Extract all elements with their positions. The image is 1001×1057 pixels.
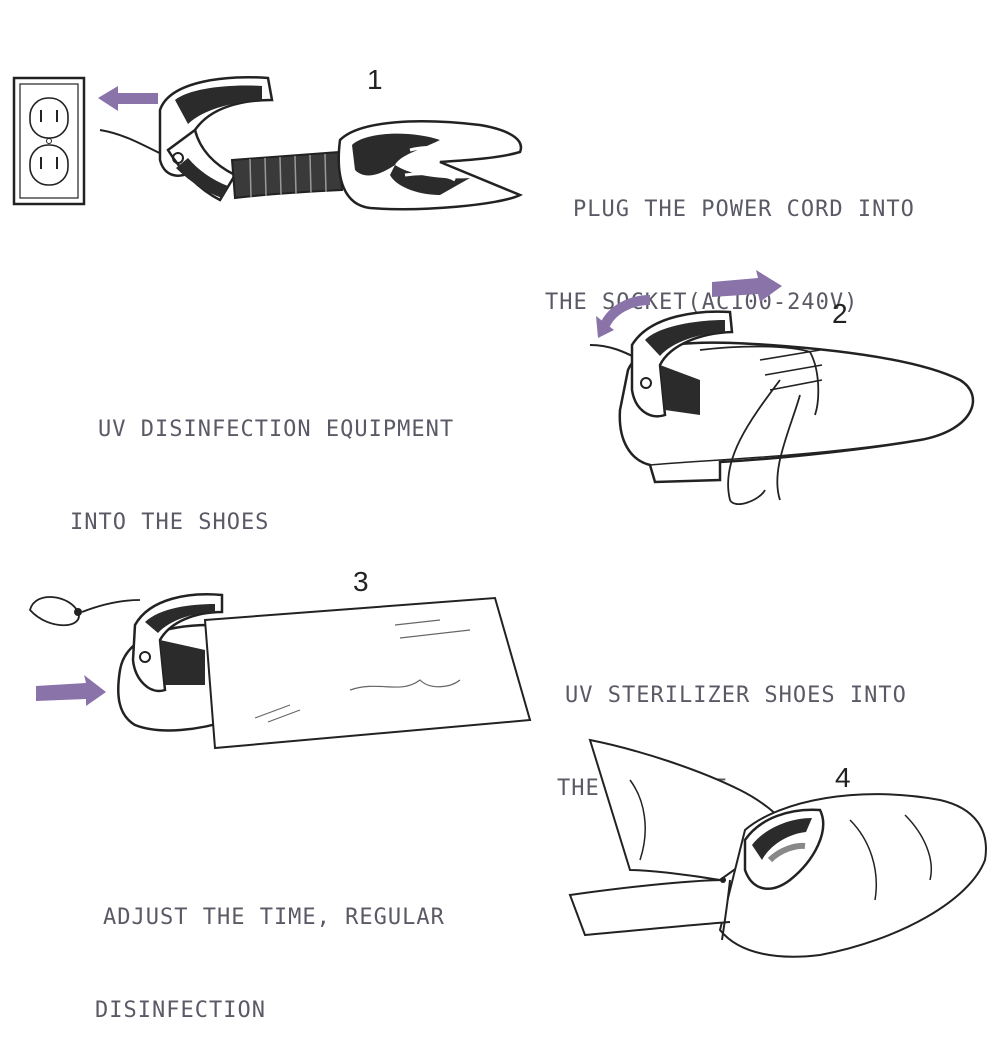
uv-device-toe [337,120,524,211]
uv-device-toe [720,808,825,941]
flex-hose [230,150,344,200]
step-2-caption-line1: UV DISINFECTION EQUIPMENT [98,417,455,442]
curved-arrow-icon [596,295,651,338]
step-1-caption-line1: PLUG THE POWER CORD INTO [573,197,915,222]
step-2-caption-line2: INTO THE SHOES [70,510,270,535]
arrow-left-icon [98,86,158,111]
step-4-caption-line1: ADJUST THE TIME, REGULAR [103,905,445,930]
step-1-illustration [12,75,524,211]
arrow-right-icon [712,270,782,302]
step-4-caption: ADJUST THE TIME, REGULAR DISINFECTION [95,840,445,1057]
shoe [618,341,975,505]
shoe-bag [203,596,532,750]
step-3-caption-line1: UV STERILIZER SHOES INTO [565,683,907,708]
step-3-illustration [29,593,532,750]
step-2-caption: UV DISINFECTION EQUIPMENT INTO THE SHOES [70,352,454,569]
step-3-number: 3 [353,566,369,597]
step-1-number: 1 [367,64,383,95]
step-1-caption: PLUG THE POWER CORD INTO THE SOCKET(AC10… [545,132,915,349]
step-4-illustration [568,738,987,958]
step-2-illustration [589,270,975,505]
arm-sleeve [588,738,792,882]
step-4-caption-line2: DISINFECTION [95,998,266,1023]
uv-device-heel [630,310,734,418]
arrow-right-icon [36,675,106,706]
step-4-number: 4 [835,762,851,793]
step-2-number: 2 [832,298,848,329]
uv-device-heel [131,593,224,693]
wall-outlet-icon [12,76,86,206]
